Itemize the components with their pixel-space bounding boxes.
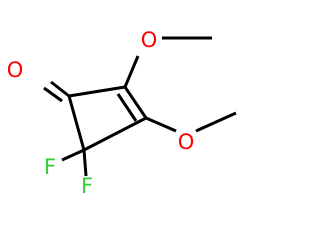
carbonyl-double-bond-line-1 bbox=[50, 80, 70, 98]
ring-double-bond-inner-line bbox=[116, 93, 138, 122]
ring-bond-carbonyl-to-c2 bbox=[68, 85, 126, 98]
carbonyl-double-bond-line-2 bbox=[43, 86, 63, 103]
bond-c3-to-methoxy-oxygen bbox=[145, 116, 177, 133]
oxygen-methoxy-top-label: O bbox=[141, 28, 158, 52]
oxygen-methoxy-right-label: O bbox=[178, 130, 195, 154]
fluorine-bottom-label: F bbox=[81, 174, 93, 198]
bond-c2-to-methoxy-oxygen bbox=[123, 55, 140, 88]
ring-bond-cf2-to-carbonyl bbox=[67, 95, 86, 151]
ring-bond-c2-to-c3 bbox=[123, 86, 148, 119]
bond-methoxy-oxygen-to-methyl-right bbox=[195, 111, 237, 133]
bond-cf2-to-fluorine-left bbox=[61, 148, 85, 162]
oxygen-carbonyl-label: O bbox=[7, 58, 24, 82]
molecule-structure: O O O F F bbox=[7, 28, 237, 198]
bond-cf2-to-fluorine-bottom bbox=[82, 149, 88, 177]
fluorine-left-label: F bbox=[44, 155, 56, 179]
ring-bond-c3-to-cf2 bbox=[83, 116, 147, 152]
